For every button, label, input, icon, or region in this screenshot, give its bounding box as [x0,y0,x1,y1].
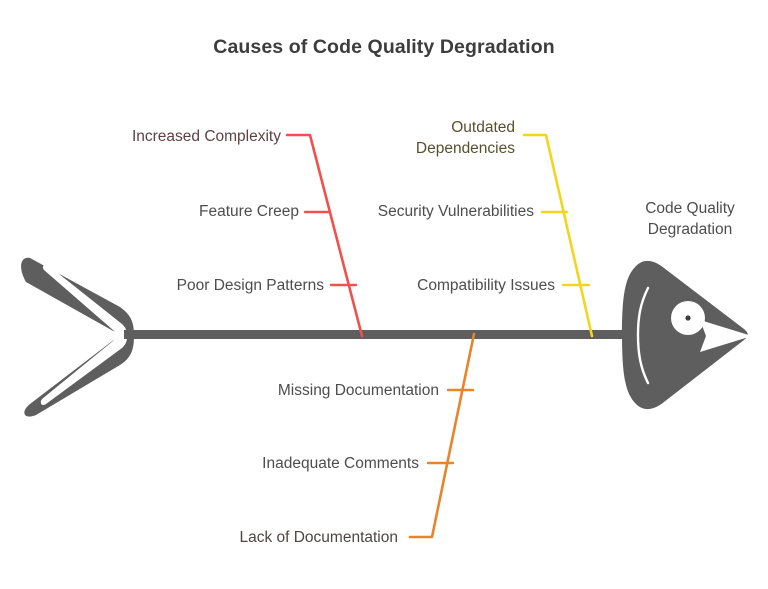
cause-label-outdated-dependencies-line2: Dependencies [415,140,515,157]
effect-label-line2: Degradation [647,221,733,238]
page-title: Causes of Code Quality Degradation [213,36,555,58]
fish-gill-icon [636,286,650,385]
cause-label-increased-complexity: Increased Complexity [131,128,281,145]
fish-tail-icon [21,257,134,417]
cause-label-security-vulnerabilities: Security Vulnerabilities [377,203,534,220]
cause-label-outdated-dependencies-line1: Outdated [451,119,515,136]
cause-label-feature-creep: Feature Creep [199,203,299,220]
fish-pupil-icon [685,315,691,321]
red-branch [285,133,364,338]
yellow-branch [522,133,594,338]
cause-label-missing-documentation: Missing Documentation [277,382,439,399]
fish-head-icon [622,260,752,410]
cause-label-compatibility-issues: Compatibility Issues [417,277,555,294]
cause-label-outdated-dependencies: Outdated Dependencies [330,117,515,159]
effect-label-line1: Code Quality [645,200,735,217]
cause-label-poor-design-patterns: Poor Design Patterns [176,277,324,294]
fishbone-spine [124,330,624,339]
effect-label: Code Quality Degradation [620,198,760,240]
cause-label-inadequate-comments: Inadequate Comments [262,455,419,472]
cause-label-lack-of-documentation: Lack of Documentation [239,529,398,546]
orange-branch [408,332,476,539]
